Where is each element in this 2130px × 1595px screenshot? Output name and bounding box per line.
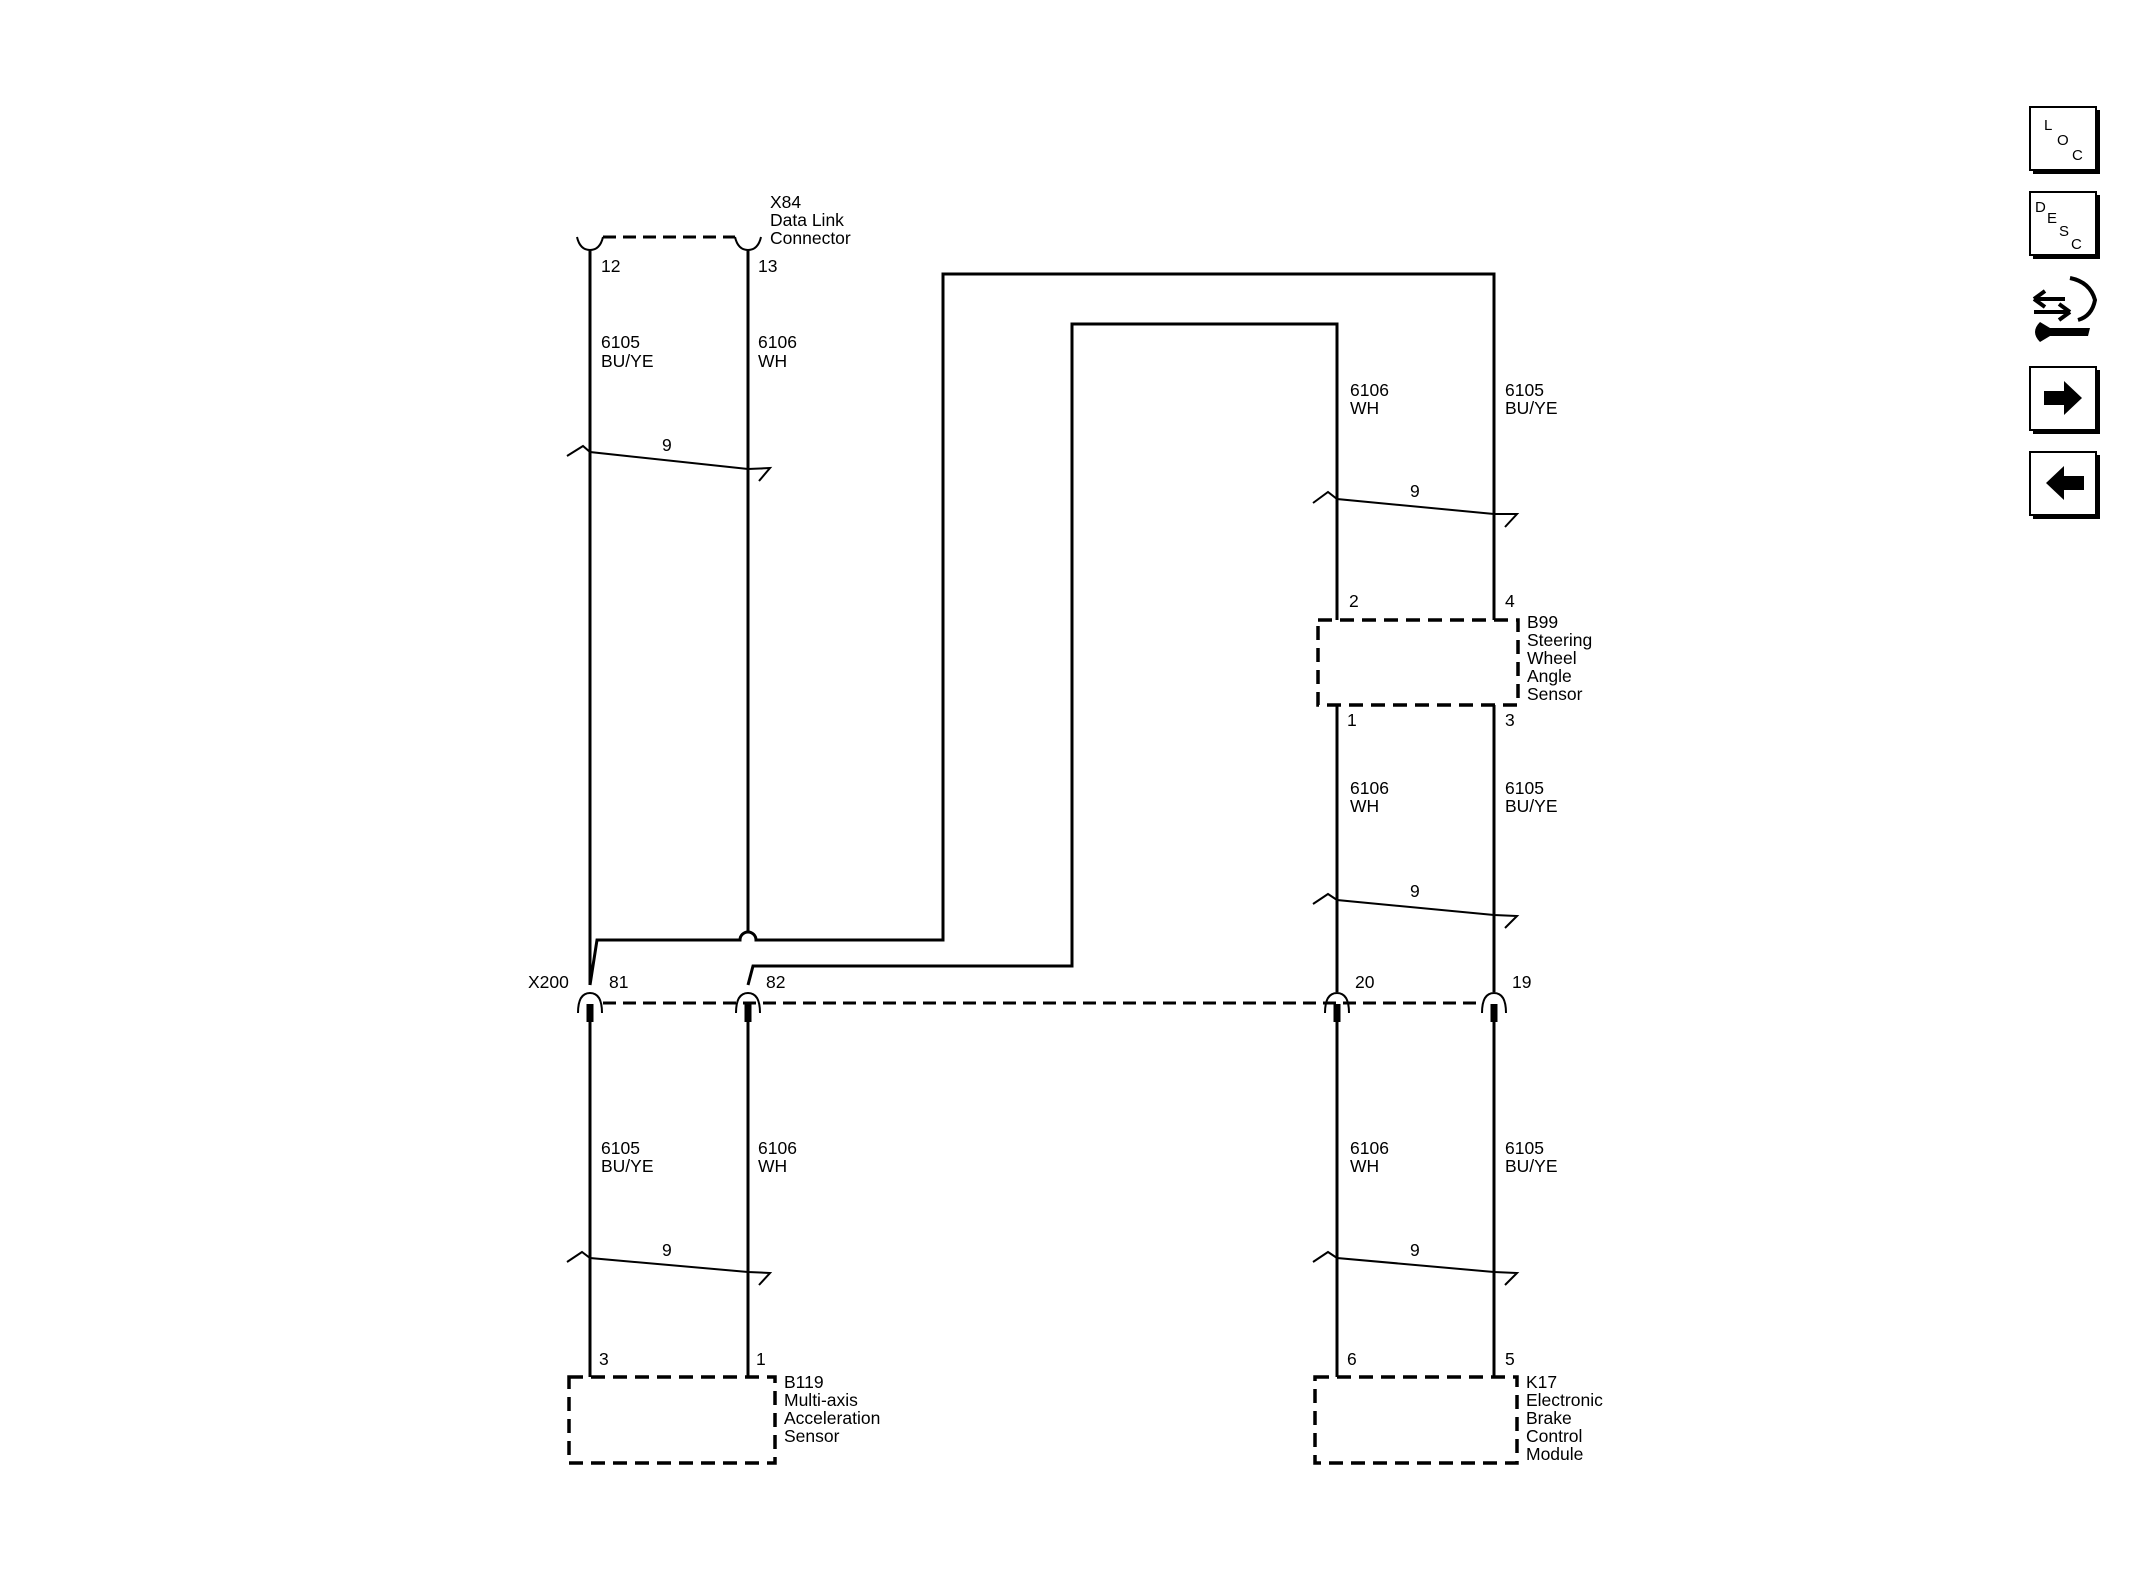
- b119-name-line-1: Multi-axis: [784, 1390, 858, 1410]
- x200-pin-19-socket: [1481, 991, 1507, 1014]
- b119-pin-1-label: 1: [756, 1349, 766, 1369]
- x200-pin-82-label: 82: [766, 972, 785, 992]
- desc-letter-d: D: [2035, 199, 2046, 216]
- b99-lower-6105-color-label: BU/YE: [1505, 796, 1558, 816]
- b99-lower-6105-circuit-label: 6105: [1505, 778, 1544, 798]
- k17-name-line-3: Control: [1526, 1426, 1582, 1446]
- lower-wires: 6105 BU/YE 6106 WH 6106 WH 6105 BU/YE 9 …: [566, 1022, 1558, 1377]
- b119-multi-axis-acceleration-sensor: 3 1 B119 Multi-axis Acceleration Sensor: [567, 1349, 880, 1465]
- b99-lower-6106-color-label: WH: [1350, 796, 1379, 816]
- cross-wires: 6106 WH 6105 BU/YE 9: [588, 272, 1558, 986]
- loc-letter-o: O: [2057, 132, 2069, 149]
- x200-id-label: X200: [528, 972, 569, 992]
- b99-lower-6106-circuit-label: 6106: [1350, 778, 1389, 798]
- desc-letter-c: C: [2071, 236, 2082, 253]
- loc-button[interactable]: L O C: [2029, 106, 2100, 174]
- b119-name-line-3: Sensor: [784, 1426, 840, 1446]
- k17-name-line-4: Module: [1526, 1444, 1583, 1464]
- wire-6106-x200-b99: [746, 322, 1339, 986]
- twist-label: 9: [1410, 1240, 1420, 1260]
- k17-pin-5-label: 5: [1505, 1349, 1515, 1369]
- b99-pin-3-label: 3: [1505, 710, 1515, 730]
- x84-data-link-connector: X84 Data Link Connector 12 13: [576, 192, 851, 276]
- x200-inline-connector: X200 81 82 20 19: [528, 972, 1531, 1022]
- b119-pin-3-label: 3: [599, 1349, 609, 1369]
- right-upper-wires: 6106 WH 6105 BU/YE 9: [1312, 705, 1558, 992]
- nav-toolbar: L O C D E S C: [2029, 106, 2100, 519]
- x200-pin-82-socket: [735, 991, 761, 1014]
- twisted-pair-symbol: [1312, 490, 1520, 528]
- k17-6106-color-label: WH: [1350, 1156, 1379, 1176]
- twist-label: 9: [1410, 481, 1420, 501]
- b99-id-label: B99: [1527, 612, 1558, 632]
- b99-pin-1-label: 1: [1347, 710, 1357, 730]
- x200-pin-20-label: 20: [1355, 972, 1375, 992]
- wire-6106-circuit-label: 6106: [758, 332, 797, 352]
- arrow-right-icon: [2044, 381, 2082, 415]
- x84-name-line-1: Data Link: [770, 210, 844, 230]
- b99-name-line-3: Angle: [1527, 666, 1572, 686]
- x84-pin-12-label: 12: [601, 256, 620, 276]
- b99-upper-6106-color-label: WH: [1350, 398, 1379, 418]
- desc-button[interactable]: D E S C: [2029, 191, 2100, 259]
- left-upper-wires: 6105 BU/YE 6106 WH 9: [566, 250, 797, 985]
- arrow-left-icon: [2046, 466, 2084, 500]
- b119-name-line-2: Acceleration: [784, 1408, 880, 1428]
- twist-label: 9: [662, 435, 672, 455]
- k17-6105-color-label: BU/YE: [1505, 1156, 1558, 1176]
- b99-upper-6105-color-label: BU/YE: [1505, 398, 1558, 418]
- k17-6106-circuit-label: 6106: [1350, 1138, 1389, 1158]
- x84-pin-13-label: 13: [758, 256, 777, 276]
- b119-id-label: B119: [784, 1372, 824, 1392]
- k17-name-line-2: Brake: [1526, 1408, 1572, 1428]
- b119-6105-circuit-label: 6105: [601, 1138, 640, 1158]
- x84-pin-12-socket: [576, 236, 604, 252]
- x200-pin-19-label: 19: [1512, 972, 1531, 992]
- desc-letter-e: E: [2047, 210, 2057, 227]
- twisted-pair-symbol: [566, 444, 773, 482]
- twisted-pair-symbol: [1312, 892, 1520, 929]
- twist-label: 9: [1410, 881, 1420, 901]
- loc-letter-l: L: [2044, 117, 2052, 134]
- x200-pin-81-socket: [577, 991, 603, 1014]
- b99-component-box: [1316, 618, 1520, 707]
- b99-steering-wheel-angle-sensor: 2 4 B99 Steering Wheel Angle Sensor 1 3: [1316, 591, 1592, 730]
- back-button[interactable]: [2029, 451, 2100, 519]
- x84-pin-13-socket: [734, 236, 762, 252]
- x200-pin-20-socket: [1324, 991, 1350, 1014]
- b99-upper-6106-circuit-label: 6106: [1350, 380, 1389, 400]
- b99-name-line-1: Steering: [1527, 630, 1592, 650]
- k17-id-label: K17: [1526, 1372, 1557, 1392]
- b119-6106-color-label: WH: [758, 1156, 787, 1176]
- wire-6105-color-label: BU/YE: [601, 351, 654, 371]
- b99-name-line-2: Wheel: [1527, 648, 1577, 668]
- b119-6105-color-label: BU/YE: [601, 1156, 654, 1176]
- twisted-pair-symbol: [566, 1250, 773, 1286]
- b119-component-box: [567, 1375, 777, 1465]
- b99-upper-6105-circuit-label: 6105: [1505, 380, 1544, 400]
- arrows-wrench-icon[interactable]: [2032, 276, 2098, 342]
- twist-label: 9: [662, 1240, 672, 1260]
- x84-id-label: X84: [770, 192, 801, 212]
- k17-component-box: [1313, 1375, 1519, 1465]
- k17-electronic-brake-control-module: 6 5 K17 Electronic Brake Control Module: [1313, 1349, 1603, 1465]
- forward-button[interactable]: [2029, 366, 2100, 434]
- wire-6105-x200-b99: [588, 272, 1496, 986]
- k17-name-line-1: Electronic: [1526, 1390, 1603, 1410]
- b99-pin-2-label: 2: [1349, 591, 1359, 611]
- b119-6106-circuit-label: 6106: [758, 1138, 797, 1158]
- b99-name-line-4: Sensor: [1527, 684, 1583, 704]
- x84-name-line-2: Connector: [770, 228, 851, 248]
- wire-6106-color-label: WH: [758, 351, 787, 371]
- k17-6105-circuit-label: 6105: [1505, 1138, 1544, 1158]
- twisted-pair-symbol: [1312, 1250, 1520, 1286]
- wire-6105-circuit-label: 6105: [601, 332, 640, 352]
- x200-pin-81-label: 81: [609, 972, 628, 992]
- k17-pin-6-label: 6: [1347, 1349, 1357, 1369]
- b99-pin-4-label: 4: [1505, 591, 1515, 611]
- loc-letter-c: C: [2072, 147, 2083, 164]
- desc-letter-s: S: [2059, 223, 2069, 240]
